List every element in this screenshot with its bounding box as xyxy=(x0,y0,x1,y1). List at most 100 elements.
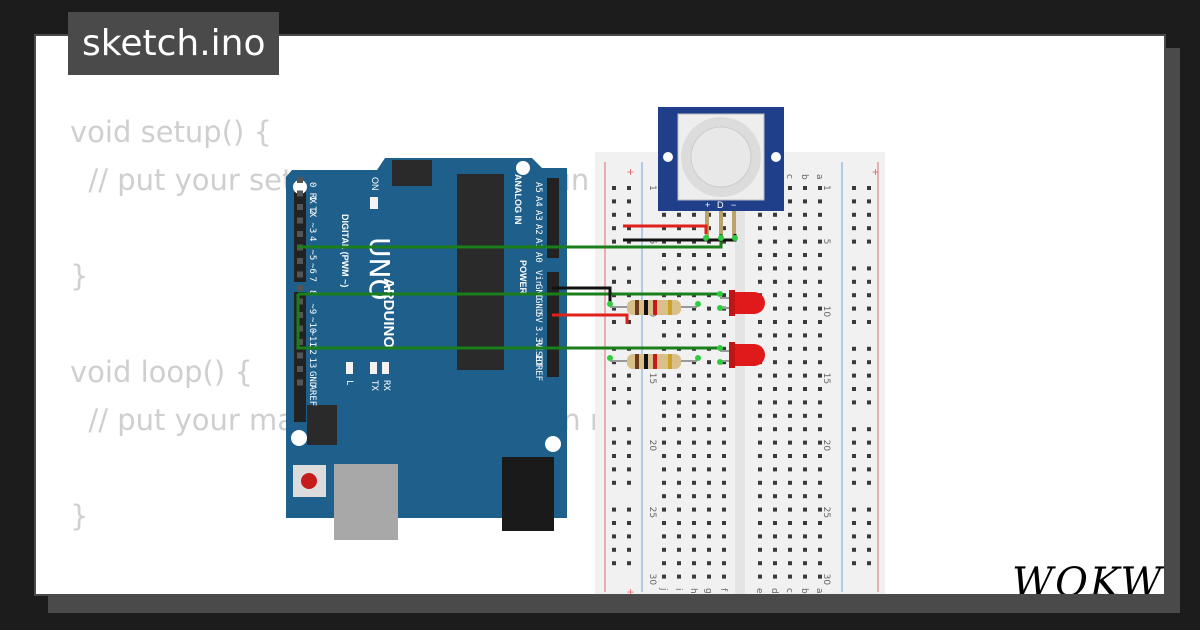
breadboard-hole[interactable] xyxy=(692,574,696,579)
breadboard-hole[interactable] xyxy=(722,373,726,378)
breadboard-hole[interactable] xyxy=(758,521,762,525)
breadboard-hole[interactable] xyxy=(867,387,871,391)
breadboard-hole[interactable] xyxy=(788,427,792,432)
breadboard-hole[interactable] xyxy=(707,413,711,418)
breadboard-hole[interactable] xyxy=(788,346,792,351)
breadboard-hole[interactable] xyxy=(692,320,696,324)
digital-pin[interactable] xyxy=(297,231,303,237)
breadboard-hole[interactable] xyxy=(692,480,696,485)
breadboard-hole[interactable] xyxy=(677,253,681,257)
breadboard-hole[interactable] xyxy=(867,279,871,284)
breadboard-hole[interactable] xyxy=(867,360,871,365)
breadboard-hole[interactable] xyxy=(867,561,871,566)
breadboard-hole[interactable] xyxy=(773,534,777,539)
breadboard-hole[interactable] xyxy=(773,427,777,432)
breadboard-hole[interactable] xyxy=(692,494,696,499)
breadboard-hole[interactable] xyxy=(852,293,856,298)
breadboard-hole[interactable] xyxy=(852,279,856,284)
breadboard-hole[interactable] xyxy=(662,413,666,418)
breadboard-hole[interactable] xyxy=(758,320,762,324)
breadboard-hole[interactable] xyxy=(803,521,807,525)
breadboard-hole[interactable] xyxy=(867,320,871,324)
breadboard-hole[interactable] xyxy=(692,253,696,257)
breadboard-hole[interactable] xyxy=(867,186,871,190)
breadboard-hole[interactable] xyxy=(722,480,726,485)
breadboard-hole[interactable] xyxy=(612,521,616,525)
breadboard-hole[interactable] xyxy=(612,360,616,365)
breadboard-hole[interactable] xyxy=(788,186,792,190)
breadboard-hole[interactable] xyxy=(788,467,792,472)
breadboard-hole[interactable] xyxy=(612,239,616,244)
breadboard-hole[interactable] xyxy=(773,346,777,351)
digital-pin[interactable] xyxy=(297,366,303,372)
breadboard-hole[interactable] xyxy=(852,454,856,458)
breadboard-hole[interactable] xyxy=(612,400,616,405)
breadboard-hole[interactable] xyxy=(758,480,762,485)
breadboard-hole[interactable] xyxy=(788,400,792,405)
breadboard-hole[interactable] xyxy=(818,521,822,525)
breadboard-hole[interactable] xyxy=(677,400,681,405)
breadboard-hole[interactable] xyxy=(867,306,871,311)
breadboard-hole[interactable] xyxy=(722,293,726,298)
breadboard-hole[interactable] xyxy=(803,239,807,244)
breadboard-hole[interactable] xyxy=(662,440,666,445)
breadboard-hole[interactable] xyxy=(803,266,807,271)
breadboard-hole[interactable] xyxy=(852,360,856,365)
breadboard-hole[interactable] xyxy=(677,521,681,525)
breadboard-hole[interactable] xyxy=(707,561,711,566)
breadboard-hole[interactable] xyxy=(803,226,807,231)
breadboard-hole[interactable] xyxy=(627,454,631,458)
breadboard-hole[interactable] xyxy=(803,480,807,485)
breadboard-hole[interactable] xyxy=(722,333,726,338)
breadboard-hole[interactable] xyxy=(867,467,871,472)
breadboard-hole[interactable] xyxy=(852,440,856,445)
breadboard-hole[interactable] xyxy=(722,253,726,257)
breadboard-hole[interactable] xyxy=(852,226,856,231)
breadboard-hole[interactable] xyxy=(662,333,666,338)
breadboard-hole[interactable] xyxy=(803,400,807,405)
breadboard-hole[interactable] xyxy=(788,360,792,365)
breadboard-hole[interactable] xyxy=(692,279,696,284)
breadboard-hole[interactable] xyxy=(788,266,792,271)
breadboard-hole[interactable] xyxy=(758,534,762,539)
wire-green-led2[interactable] xyxy=(296,294,720,350)
breadboard-hole[interactable] xyxy=(773,373,777,378)
breadboard-hole[interactable] xyxy=(758,400,762,405)
breadboard-hole[interactable] xyxy=(818,279,822,284)
breadboard-hole[interactable] xyxy=(677,226,681,231)
breadboard-hole[interactable] xyxy=(788,561,792,566)
breadboard-hole[interactable] xyxy=(707,574,711,579)
breadboard-hole[interactable] xyxy=(758,494,762,499)
breadboard-hole[interactable] xyxy=(852,427,856,432)
breadboard-hole[interactable] xyxy=(788,333,792,338)
breadboard-hole[interactable] xyxy=(612,480,616,485)
breadboard-hole[interactable] xyxy=(803,574,807,579)
breadboard-hole[interactable] xyxy=(773,480,777,485)
breadboard-hole[interactable] xyxy=(758,561,762,566)
breadboard-hole[interactable] xyxy=(867,440,871,445)
breadboard-hole[interactable] xyxy=(803,306,807,311)
breadboard-hole[interactable] xyxy=(773,400,777,405)
breadboard-hole[interactable] xyxy=(677,507,681,512)
breadboard-hole[interactable] xyxy=(612,226,616,231)
breadboard-hole[interactable] xyxy=(627,387,631,391)
breadboard-hole[interactable] xyxy=(692,373,696,378)
breadboard-hole[interactable] xyxy=(662,494,666,499)
digital-pin[interactable] xyxy=(297,379,303,386)
breadboard-hole[interactable] xyxy=(758,454,762,458)
breadboard-hole[interactable] xyxy=(707,454,711,458)
breadboard-hole[interactable] xyxy=(627,186,631,190)
breadboard-hole[interactable] xyxy=(818,480,822,485)
breadboard-hole[interactable] xyxy=(662,507,666,512)
breadboard-hole[interactable] xyxy=(818,293,822,298)
breadboard-hole[interactable] xyxy=(867,400,871,405)
breadboard-hole[interactable] xyxy=(627,373,631,378)
breadboard-hole[interactable] xyxy=(758,440,762,445)
breadboard-hole[interactable] xyxy=(677,534,681,539)
breadboard-hole[interactable] xyxy=(722,387,726,391)
red-led-2[interactable] xyxy=(720,342,765,368)
breadboard-hole[interactable] xyxy=(818,413,822,418)
wire-black-gnd[interactable] xyxy=(552,286,612,302)
breadboard-hole[interactable] xyxy=(677,266,681,271)
breadboard-hole[interactable] xyxy=(692,521,696,525)
